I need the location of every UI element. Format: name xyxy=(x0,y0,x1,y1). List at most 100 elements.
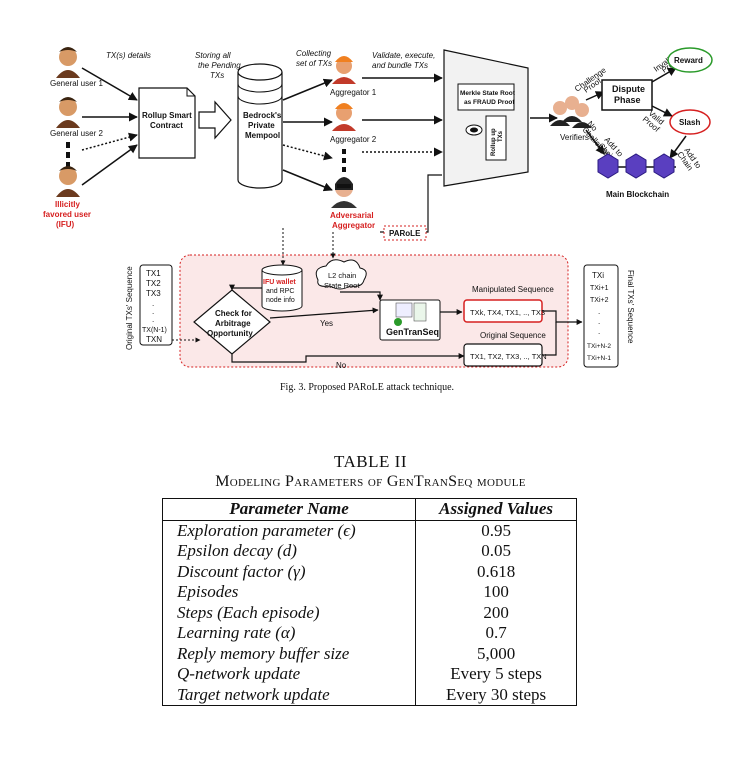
table-row: Reply memory buffer size 5,000 xyxy=(162,643,577,664)
svg-text:the Pending: the Pending xyxy=(198,61,241,70)
slash-node: Slash xyxy=(669,109,711,135)
svg-text:TXs: TXs xyxy=(210,71,224,80)
ifu-label-1: Illicitly xyxy=(55,200,80,209)
param-value: 100 xyxy=(483,582,509,602)
figure-caption: Fig. 3. Proposed PARoLE attack technique… xyxy=(280,382,454,393)
svg-text:TXi+N-2: TXi+N-2 xyxy=(587,343,611,350)
param-value: 0.95 xyxy=(481,520,511,540)
vertical-dots xyxy=(66,142,70,168)
vertical-dots xyxy=(342,149,346,172)
table-title: TABLE II xyxy=(334,452,407,471)
param-name: Target network update xyxy=(162,684,417,706)
original-sequence-box: TX1, TX2, TX3, .., TXN xyxy=(463,343,547,367)
svg-text:Opportunity: Opportunity xyxy=(207,329,253,338)
contract-label-2: Contract xyxy=(150,121,183,130)
verifiers: Verifiers xyxy=(550,96,592,142)
yes-label: Yes xyxy=(320,319,333,328)
svg-text:TX2: TX2 xyxy=(146,279,161,288)
svg-text:L2 chain: L2 chain xyxy=(328,271,356,280)
svg-text:TX(N-1): TX(N-1) xyxy=(142,327,167,334)
svg-text:and bundle TXs: and bundle TXs xyxy=(372,61,428,70)
table-row: Episodes 100 xyxy=(162,582,577,603)
param-value: 0.618 xyxy=(476,561,516,581)
param-value: Every 30 steps xyxy=(446,684,547,704)
ifu-wallet: IFU wallet and RPC node info xyxy=(261,264,303,312)
svg-text:.: . xyxy=(598,327,600,336)
original-title: Original Sequence xyxy=(480,331,546,340)
param-name: Exploration parameter (ϵ) xyxy=(162,520,417,541)
param-name: Q-network update xyxy=(162,664,417,685)
svg-text:.: . xyxy=(152,315,154,324)
param-value: 200 xyxy=(483,602,509,622)
param-name: Steps (Each episode) xyxy=(162,602,417,623)
table-header-row: Parameter Name Assigned Values xyxy=(162,498,577,520)
svg-text:Validate, execute,: Validate, execute, xyxy=(372,51,435,60)
user-icon xyxy=(59,167,77,185)
svg-text:TXs: TXs xyxy=(498,130,504,142)
svg-text:Collecting: Collecting xyxy=(296,49,332,58)
hollow-arrow xyxy=(198,100,232,140)
param-name: Episodes xyxy=(162,582,417,603)
svg-text:set of TXs: set of TXs xyxy=(296,59,332,68)
svg-text:TX1: TX1 xyxy=(146,269,161,278)
ifu-user: Illicitly favored user (IFU) xyxy=(43,166,91,229)
reward-node: Reward xyxy=(667,47,713,73)
aggregator-1: Aggregator 1 xyxy=(330,56,377,97)
svg-text:Merkle State Root: Merkle State Root xyxy=(460,90,516,97)
svg-text:Slash: Slash xyxy=(679,118,700,127)
svg-text:Main Blockchain: Main Blockchain xyxy=(606,190,669,199)
svg-text:Mempool: Mempool xyxy=(245,131,280,140)
parameter-table-block: TABLE II Modeling Parameters of GenTranS… xyxy=(0,452,741,706)
svg-text:TXN: TXN xyxy=(146,335,162,344)
user-icon xyxy=(59,98,77,116)
svg-text:Rollup up: Rollup up xyxy=(491,128,497,156)
table-subtitle: Modeling Parameters of GenTranSeq module xyxy=(215,473,526,490)
table-row: Epsilon decay (d)0.05 xyxy=(162,541,577,562)
svg-text:PARoLE: PARoLE xyxy=(389,229,421,238)
aggregator-2: Aggregator 2 xyxy=(330,103,377,144)
parole-figure: General user 1 General user 2 Illicitly … xyxy=(43,47,713,393)
table-row: Target network update Every 30 steps xyxy=(162,684,577,706)
svg-text:TXi+1: TXi+1 xyxy=(590,285,609,292)
table-row: Q-network update Every 5 steps xyxy=(162,664,577,685)
final-sequence-label: Final TXs' Sequence xyxy=(626,270,635,344)
param-value: Every 5 steps xyxy=(450,664,542,684)
svg-text:Adversarial: Adversarial xyxy=(330,211,374,220)
gentranseq-module: GenTranSeq xyxy=(379,299,441,341)
no-label: No xyxy=(336,361,347,370)
svg-text:and RPC: and RPC xyxy=(266,288,294,295)
svg-text:TXi+2: TXi+2 xyxy=(590,297,609,304)
svg-text:Storing all: Storing all xyxy=(195,51,231,60)
storing-note: Storing all the Pending TXs xyxy=(195,51,241,80)
final-sequence-list: TXi TXi+1 TXi+2 . . . TXi+N-2 TXi+N-1 xyxy=(583,264,619,368)
l2-state-root-cloud: L2 chain State Root xyxy=(315,259,367,290)
table-row: Steps (Each episode) 200 xyxy=(162,602,577,623)
param-value: 0.7 xyxy=(485,623,507,643)
svg-text:.: . xyxy=(152,299,154,308)
collecting-note: Collecting set of TXs xyxy=(296,49,332,68)
parole-tag: PARoLE xyxy=(383,225,427,241)
header-parameter-name: Parameter Name xyxy=(162,498,417,520)
param-name: Discount factor (γ) xyxy=(162,561,417,582)
tx-details-note: TX(s) details xyxy=(106,51,151,60)
svg-text:TXi: TXi xyxy=(592,271,604,280)
table-row: Learning rate (α)0.7 xyxy=(162,623,577,644)
svg-text:Arbitrage: Arbitrage xyxy=(215,319,251,328)
svg-text:Check for: Check for xyxy=(215,309,252,318)
rollup-block: Merkle State Root as FRAUD Proof Rollup … xyxy=(443,49,529,187)
rollup-smart-contract: Rollup Smart Contract xyxy=(138,87,196,159)
user-label: General user 2 xyxy=(50,129,103,138)
svg-text:Phase: Phase xyxy=(614,95,641,105)
svg-text:node info: node info xyxy=(266,297,295,304)
param-value: 0.05 xyxy=(481,541,511,561)
param-value: 5,000 xyxy=(476,643,516,663)
adversarial-aggregator: Adversarial Aggregator xyxy=(330,177,375,230)
validate-note: Validate, execute, and bundle TXs xyxy=(372,51,435,70)
header-assigned-values: Assigned Values xyxy=(439,499,554,519)
svg-text:Aggregator 1: Aggregator 1 xyxy=(330,88,377,97)
svg-text:TX3: TX3 xyxy=(146,289,161,298)
rollup-txs-icon: Rollup up TXs xyxy=(465,115,507,161)
param-name: Reply memory buffer size xyxy=(162,643,417,664)
ifu-label-2: favored user xyxy=(43,210,91,219)
main-blockchain: Main Blockchain xyxy=(597,153,676,199)
